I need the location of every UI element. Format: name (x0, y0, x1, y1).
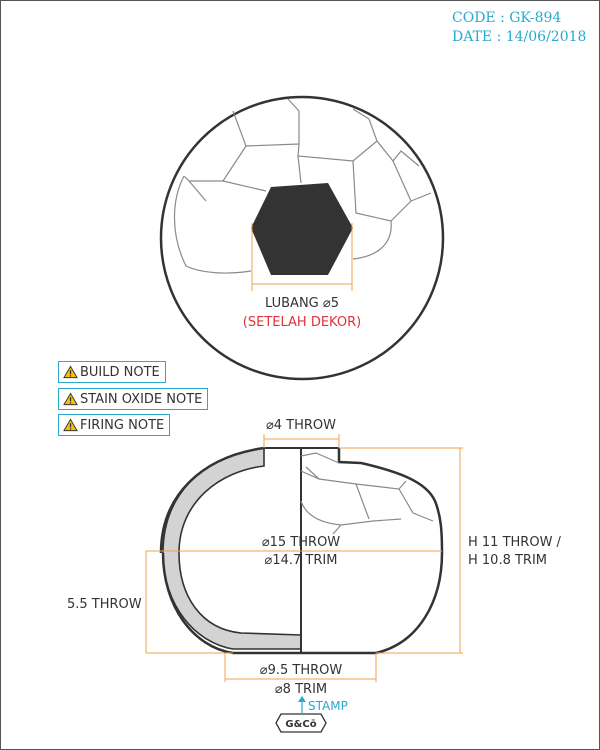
product-code: CODE : GK-894 (452, 10, 562, 26)
body-outline (301, 448, 444, 655)
side-view: ⌀4 THROW ⌀15 THROW ⌀14.7 TRIM H 11 THROW… (67, 418, 562, 733)
surface-pattern (173, 98, 432, 274)
warning-icon (63, 418, 78, 432)
hole-label: LUBANG ⌀5 (265, 296, 339, 311)
hole-note: (SETELAH DEKOR) (243, 315, 361, 330)
warning-icon (63, 365, 78, 379)
diameter-trim-label: ⌀14.7 TRIM (265, 553, 338, 568)
dimension-lines (145, 434, 463, 682)
warning-icon (63, 392, 78, 406)
base-trim-label: ⌀8 TRIM (275, 682, 327, 697)
stamp-badge (275, 713, 327, 733)
wall-throw-label: 5.5 THROW (67, 597, 142, 612)
hole-dimension (251, 223, 353, 291)
title-block: CODE : GK-894 DATE : 14/06/2018 (452, 9, 586, 47)
stamp-callout: STAMP G&Cō (275, 696, 348, 733)
top-view: LUBANG ⌀5 (SETELAH DEKOR) (159, 95, 445, 381)
side-surface-pattern (300, 452, 434, 535)
hex-hole (251, 183, 353, 275)
stamp-mark: G&Cō (285, 719, 316, 730)
opening-throw-label: ⌀4 THROW (266, 418, 336, 433)
firing-note-label: FIRING NOTE (80, 417, 165, 433)
drawing-date: DATE : 14/06/2018 (452, 29, 587, 45)
stain-oxide-note-button[interactable]: STAIN OXIDE NOTE (58, 388, 209, 410)
height-trim-label: H 10.8 TRIM (468, 553, 547, 568)
stain-oxide-note-label: STAIN OXIDE NOTE (80, 391, 203, 407)
base-throw-label: ⌀9.5 THROW (260, 663, 343, 678)
firing-note-button[interactable]: FIRING NOTE (58, 414, 171, 436)
height-throw-label: H 11 THROW / (468, 535, 562, 550)
build-note-label: BUILD NOTE (80, 364, 160, 380)
build-note-button[interactable]: BUILD NOTE (58, 361, 166, 383)
diameter-throw-label: ⌀15 THROW (262, 535, 340, 550)
stamp-label: STAMP (308, 699, 348, 713)
